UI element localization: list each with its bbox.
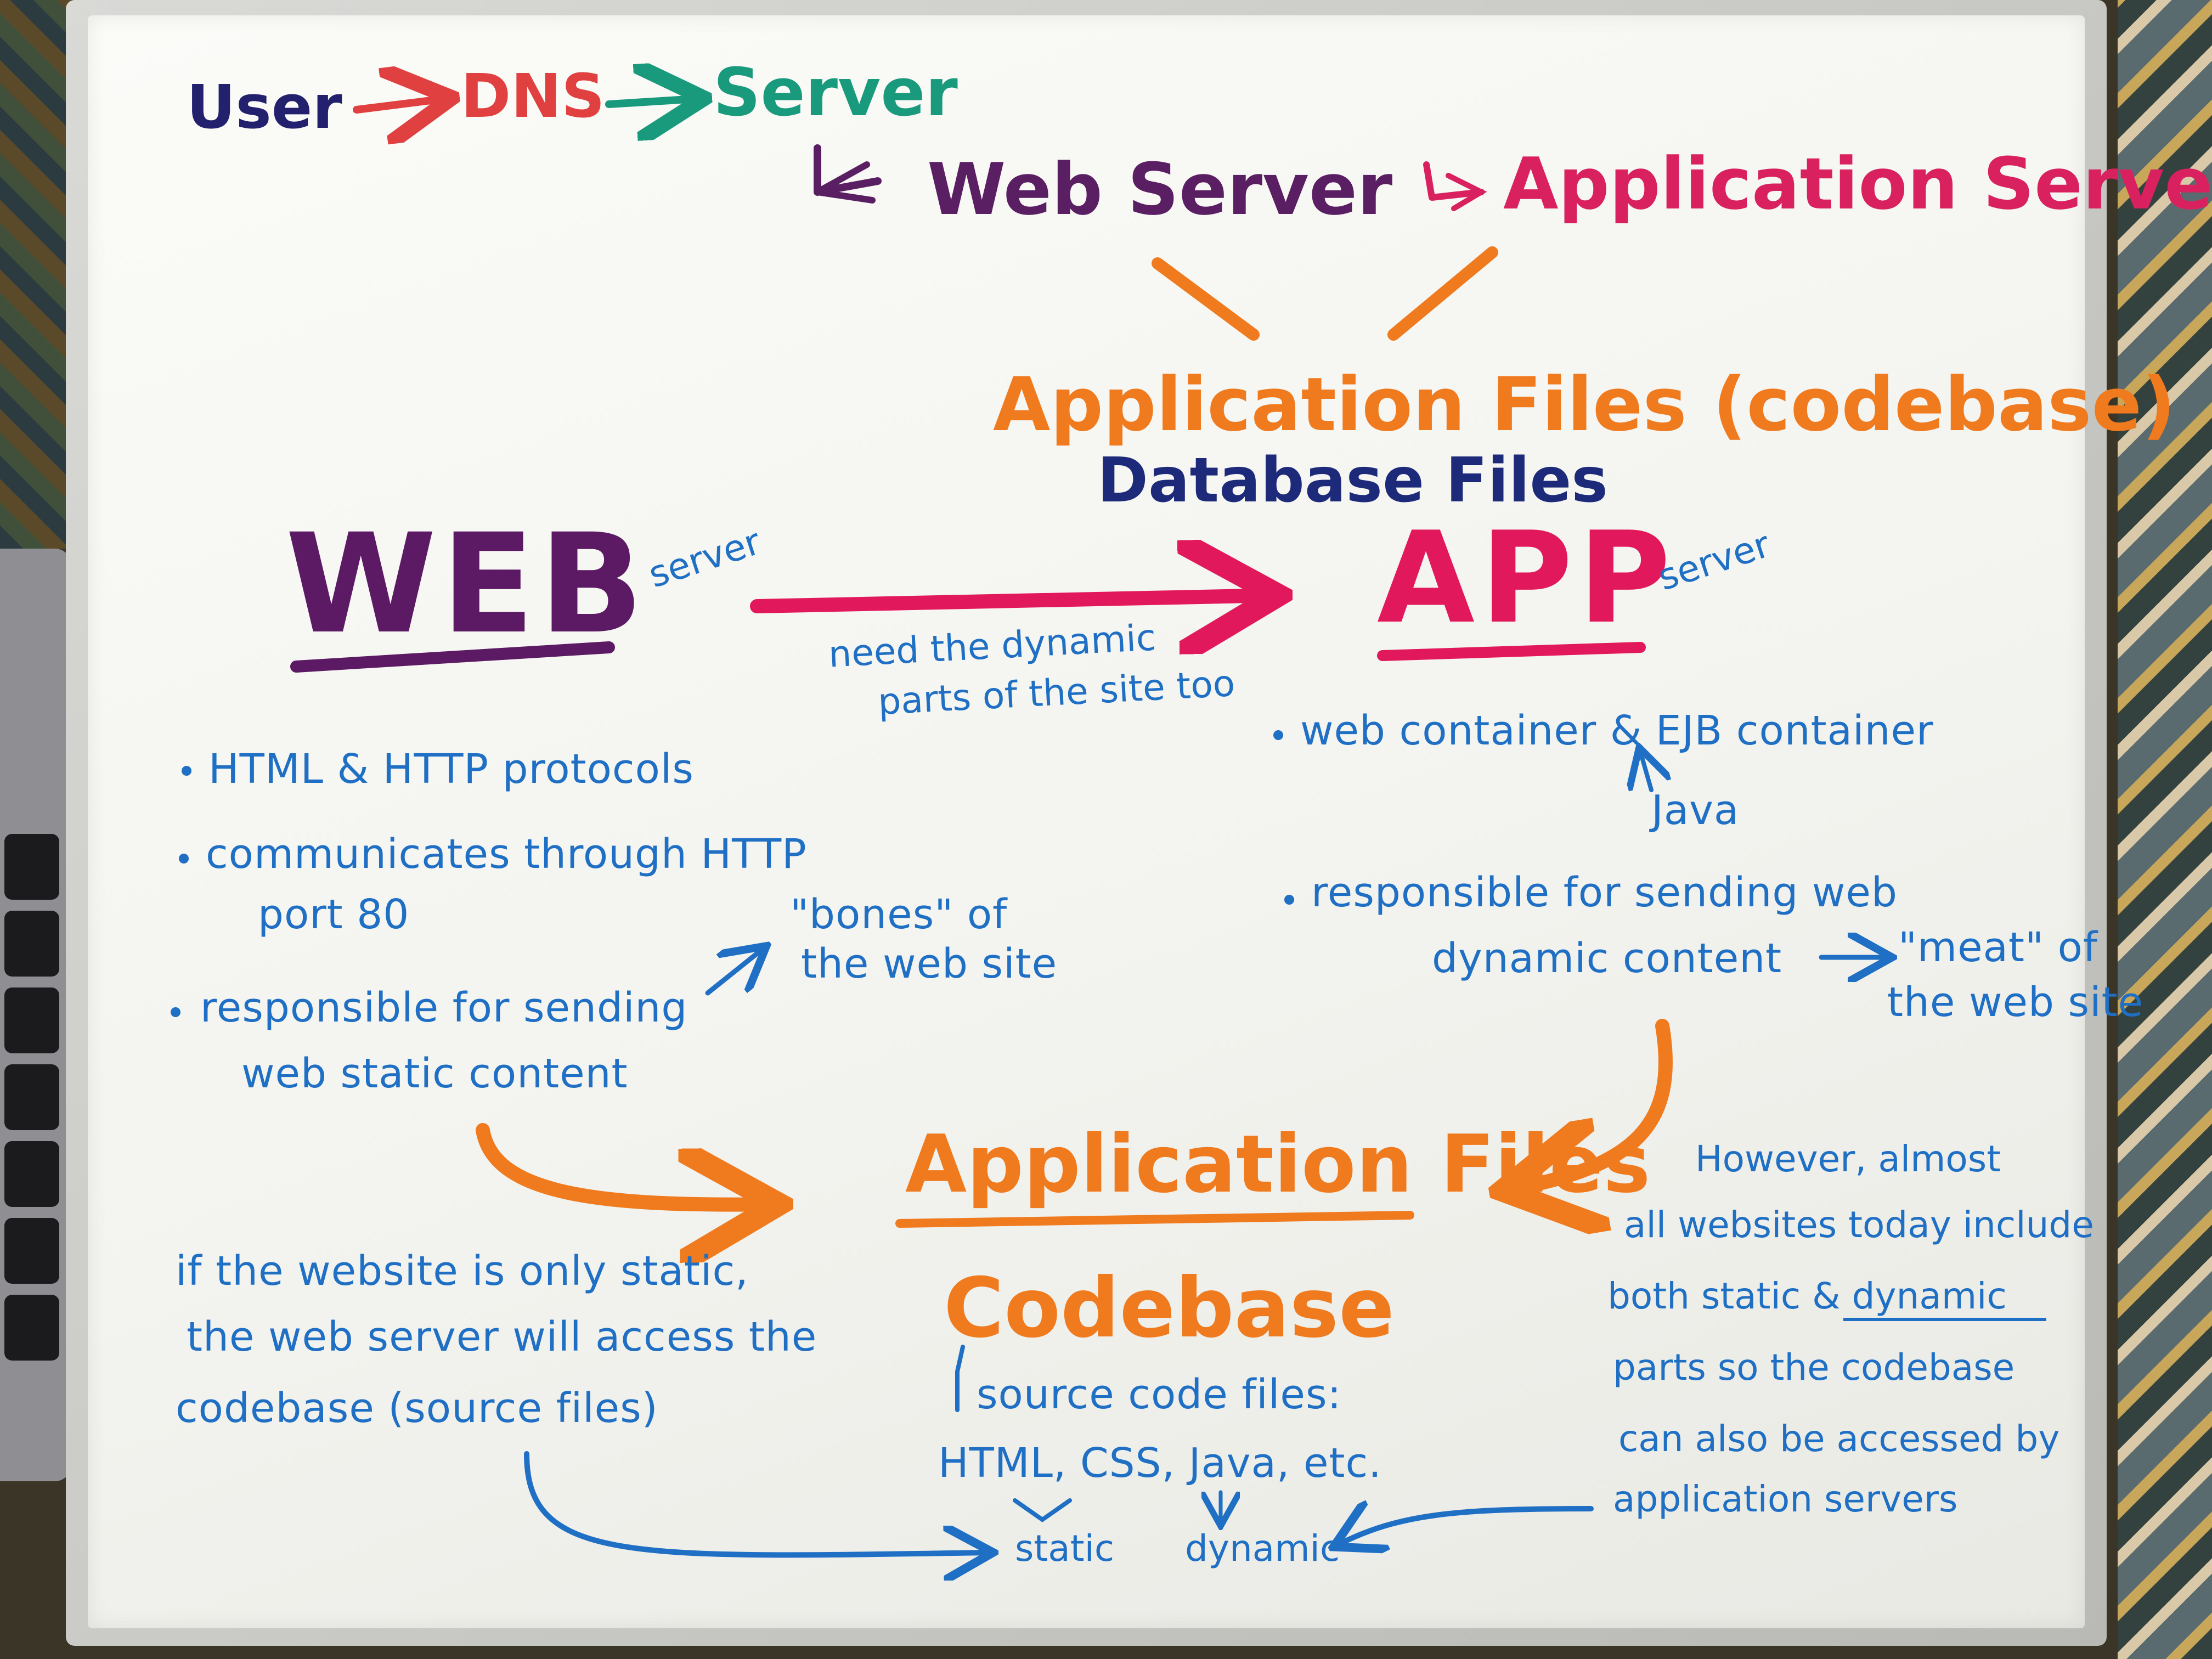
- rug-background-right: [2118, 0, 2212, 1659]
- web-title: WEB: [285, 504, 648, 664]
- rug-background-left: [0, 0, 71, 549]
- label-server: Server: [713, 55, 958, 131]
- arrow-to-bones: [705, 949, 763, 996]
- web-bullet-2-continued: port 80: [258, 891, 410, 938]
- arrow-dns-server: [605, 99, 697, 104]
- right-note-line-3: both static & dynamic: [1607, 1275, 2007, 1317]
- arrow-user-dns: [353, 99, 444, 110]
- left-note-line-2: the web server will access the: [187, 1313, 817, 1361]
- keyboard-key: [4, 1218, 59, 1284]
- app-bullet-2: responsible for sending web: [1311, 869, 1898, 916]
- arrow-app-to-codebase: [1503, 1019, 1673, 1190]
- center-source-code-files: source code files:: [977, 1371, 1342, 1418]
- keyboard-key: [4, 911, 59, 977]
- label-application-files-codebase: Application Files (codebase): [993, 362, 2176, 448]
- right-note-line-4: parts so the codebase: [1613, 1346, 2015, 1389]
- center-application-files: Application Files: [905, 1118, 1651, 1211]
- bullet-dot: [179, 854, 189, 864]
- app-bullet-1: web container & EJB container: [1300, 707, 1934, 754]
- line-web-to-files: [1152, 257, 1260, 341]
- label-database-files: Database Files: [1097, 445, 1608, 516]
- app-underline: [1377, 642, 1646, 661]
- app-bullet-1-java: Java: [1651, 787, 1740, 834]
- right-note-line-1: However, almost: [1695, 1138, 2001, 1180]
- hook-arrow-application-server: [1423, 161, 1485, 201]
- arrow-java: [1640, 752, 1651, 792]
- arrow-web-to-app: [750, 595, 1278, 606]
- arrow-right-note-to-dynamic: [1339, 1509, 1594, 1544]
- bones-note-line-2: the web site: [801, 940, 1058, 988]
- bullet-dot: [182, 766, 191, 776]
- center-codebase: Codebase: [944, 1261, 1395, 1356]
- right-note-line-5: can also be accessed by: [1618, 1418, 2060, 1460]
- meat-note-line-1: "meat" of: [1898, 924, 2098, 971]
- label-dns: DNS: [461, 61, 605, 131]
- laptop-edge: [0, 549, 71, 1481]
- keyboard-key: [4, 1064, 59, 1130]
- static-check: [1013, 1498, 1072, 1522]
- keyboard-key: [4, 988, 59, 1053]
- web-bullet-2: communicates through HTTP: [206, 831, 807, 878]
- meat-note-line-2: the web site: [1887, 979, 2144, 1026]
- bones-note-line-1: "bones" of: [790, 891, 1008, 938]
- label-user: User: [187, 72, 342, 142]
- source-caret: [955, 1345, 965, 1412]
- label-web-server: Web Server: [927, 148, 1393, 231]
- web-bullet-1: HTML & HTTP protocols: [208, 746, 694, 793]
- web-bullet-3: responsible for sending: [200, 984, 688, 1031]
- web-bullet-3-continued: web static content: [241, 1050, 628, 1097]
- app-title: APP: [1377, 505, 1677, 652]
- bullet-dot: [1284, 895, 1294, 905]
- center-dynamic: dynamic: [1185, 1527, 1340, 1570]
- center-languages: HTML, CSS, Java, etc.: [938, 1440, 1382, 1487]
- whiteboard: [88, 15, 2085, 1628]
- arrow-web-to-codebase: [476, 1123, 779, 1205]
- bullet-dot: [1273, 730, 1283, 740]
- app-bullet-2-continued: dynamic content: [1432, 935, 1782, 982]
- web-underline: [290, 641, 615, 673]
- center-static: static: [1015, 1527, 1115, 1570]
- line-app-to-files: [1387, 246, 1498, 341]
- keyboard-key: [4, 1295, 59, 1361]
- keyboard-key: [4, 1141, 59, 1207]
- right-note-line-2: all websites today include: [1624, 1204, 2094, 1246]
- keyboard-key: [4, 834, 59, 900]
- right-note-line-6: application servers: [1613, 1478, 1958, 1520]
- left-note-line-3: codebase (source files): [176, 1385, 658, 1432]
- arrow-left-note-to-static: [524, 1451, 988, 1555]
- label-application-server: Application Server: [1503, 142, 2212, 225]
- left-note-line-1: if the website is only static,: [176, 1248, 749, 1295]
- application-files-underline: [895, 1211, 1414, 1228]
- bullet-dot: [171, 1007, 180, 1017]
